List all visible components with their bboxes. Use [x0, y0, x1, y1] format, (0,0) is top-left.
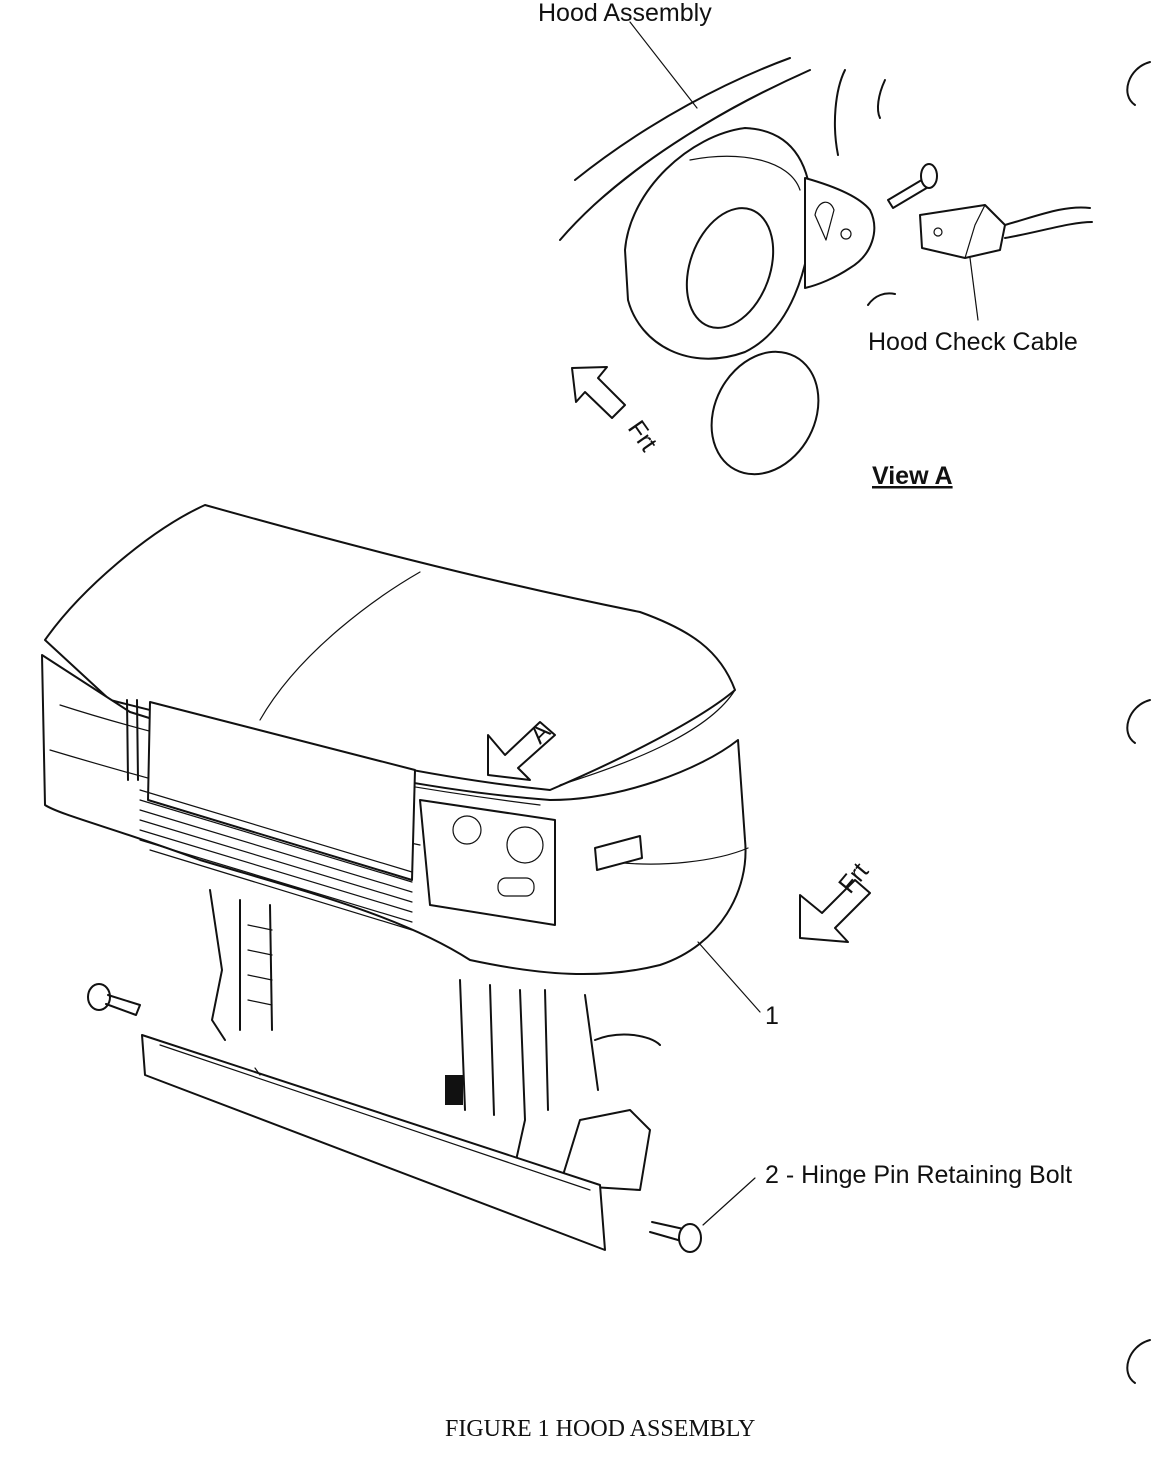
- grille-slats: [139, 789, 413, 931]
- label-view-a: View A: [872, 462, 953, 490]
- hood-main-drawing: [41, 504, 749, 1091]
- front-arrow-icon-main: [799, 879, 871, 943]
- label-callout-2: 2 - Hinge Pin Retaining Bolt: [765, 1161, 1072, 1189]
- figure-caption: FIGURE 1 HOOD ASSEMBLY: [445, 1416, 755, 1442]
- bolt-left-icon: [87, 983, 141, 1016]
- hinge-pin-bolt-icon: [649, 1221, 702, 1253]
- label-hood-check-cable: Hood Check Cable: [868, 328, 1078, 356]
- view-a-arrow-icon: [487, 721, 556, 781]
- view-a-detail: [559, 21, 1093, 476]
- label-hood-assembly: Hood Assembly: [538, 0, 712, 27]
- radiator-support: [141, 889, 651, 1251]
- front-arrow-icon-top: [571, 366, 626, 419]
- label-callout-1: 1: [765, 1002, 779, 1030]
- label-frt-top: Frt: [622, 415, 662, 456]
- callout-1-leader: [697, 941, 761, 1013]
- callout-2-leader: [702, 1177, 756, 1226]
- binder-holes: [1126, 61, 1151, 1384]
